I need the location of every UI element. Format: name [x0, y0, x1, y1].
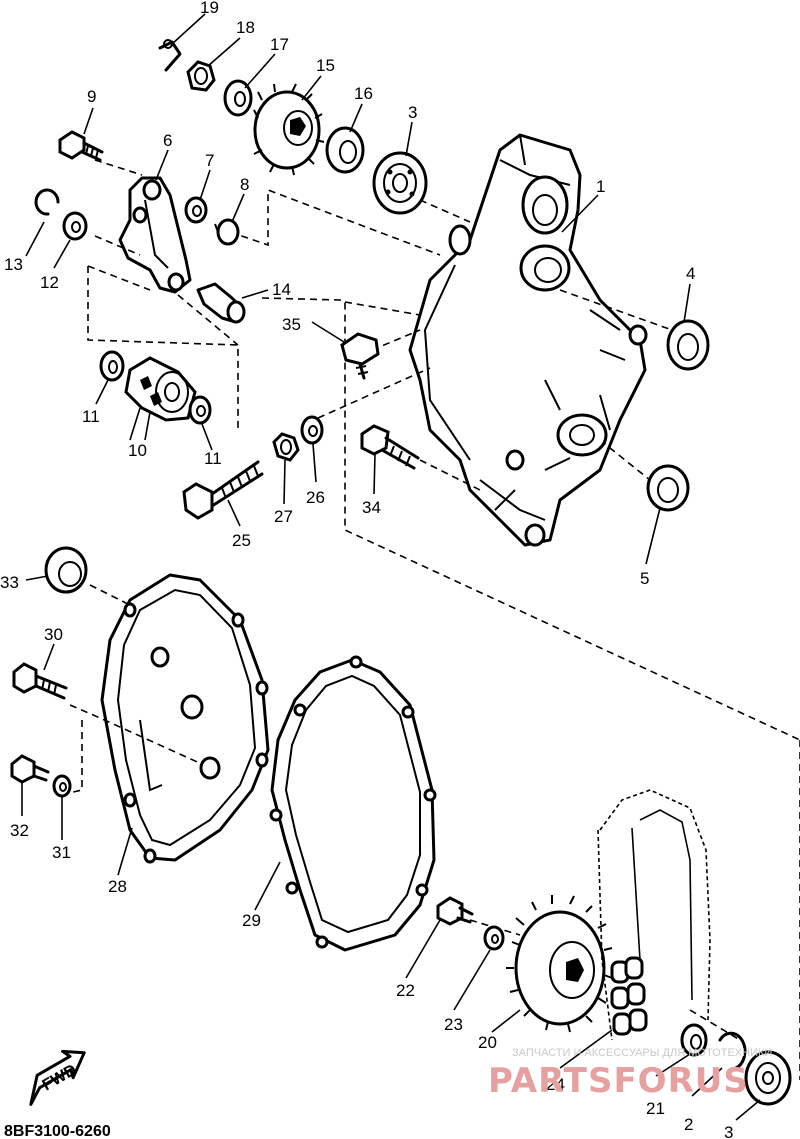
callout-9: 9 [87, 87, 96, 106]
callout-31: 31 [52, 843, 71, 862]
chain-part-24 [597, 789, 711, 1041]
bearing-part-10 [124, 356, 197, 422]
callout-15: 15 [316, 56, 335, 75]
washer-part-26 [300, 415, 324, 445]
pin-part-14 [196, 282, 246, 324]
callout-11-right: 11 [204, 449, 222, 468]
washer-part-31 [52, 774, 72, 798]
callout-13: 13 [4, 255, 23, 274]
callout-7: 7 [205, 151, 214, 170]
fwd-arrow: FWD [29, 1049, 86, 1106]
callout-30: 30 [44, 625, 63, 644]
bearing-part-3-top [372, 151, 428, 215]
callout-34: 34 [362, 498, 381, 517]
washer-part-23 [483, 925, 505, 951]
callout-3-bottom: 3 [724, 1123, 733, 1139]
bolt-part-25 [182, 460, 264, 520]
circlip-part-13 [34, 188, 60, 216]
callout-20: 20 [478, 1033, 497, 1052]
callout-28: 28 [108, 877, 127, 896]
crankcase-cover-part-1 [408, 133, 648, 547]
sprocket-part-15 [253, 83, 325, 176]
callout-17: 17 [270, 35, 289, 54]
bolt-part-30 [12, 662, 68, 700]
chain-case-cover-part-28 [100, 573, 270, 864]
callout-22: 22 [396, 981, 415, 1000]
diagram-code: 8BF3100-6260 [4, 1123, 111, 1139]
callout-27: 27 [274, 507, 293, 526]
nut-part-27 [272, 432, 300, 462]
bearing-part-3-bottom [744, 1050, 792, 1106]
collar-part-8 [214, 218, 240, 246]
oil-seal-part-4 [666, 319, 710, 371]
guide-lines [59, 159, 800, 1080]
callout-35: 35 [282, 315, 301, 334]
oil-seal-part-5 [646, 464, 690, 512]
callout-3-top: 3 [408, 103, 417, 122]
callout-11-left: 11 [82, 407, 100, 426]
fwd-label: FWD [40, 1061, 80, 1094]
callout-5: 5 [640, 569, 649, 588]
callout-1: 1 [596, 177, 605, 196]
cotter-pin-part-19 [158, 39, 182, 72]
callout-12: 12 [40, 273, 59, 292]
callout-14: 14 [272, 280, 291, 299]
callout-19: 19 [200, 0, 219, 17]
bolt-part-9 [58, 130, 104, 162]
nut-part-18 [186, 60, 216, 92]
callout-29: 29 [242, 911, 261, 930]
bolt-part-34 [360, 424, 420, 470]
callout-24: 24 [546, 1075, 565, 1094]
sprocket-part-20 [506, 895, 613, 1033]
washer-part-11-right [188, 395, 212, 425]
callout-16: 16 [354, 84, 373, 103]
callout-4: 4 [686, 264, 695, 283]
watermark-tagline: ЗАПЧАСТИ И АКСЕССУАРЫ ДЛЯ МОТОТЕХНИКИ [512, 1047, 772, 1059]
washer-part-7 [184, 196, 208, 224]
washer-part-11-left [99, 350, 125, 382]
callout-26: 26 [306, 488, 325, 507]
callout-32: 32 [10, 821, 29, 840]
callout-33: 33 [0, 573, 19, 592]
oil-seal-part-33 [44, 546, 88, 594]
callout-23: 23 [444, 1015, 463, 1034]
callout-labels: 19 18 17 15 16 3 9 6 7 8 1 13 12 14 4 35… [0, 0, 733, 1139]
washer-part-17 [223, 79, 253, 117]
callout-10: 10 [128, 441, 147, 460]
fitting-part-35 [340, 332, 380, 380]
leader-lines [21, 13, 761, 1121]
callout-8: 8 [240, 175, 249, 194]
callout-18: 18 [236, 18, 255, 37]
bolt-part-22 [436, 896, 474, 926]
collar-part-16 [325, 126, 365, 174]
callout-25: 25 [232, 531, 251, 550]
circlip-part-2 [718, 1031, 747, 1070]
watermark-brand: PARTSFORUS [488, 1061, 749, 1101]
callout-6: 6 [163, 131, 172, 150]
gasket-part-29 [269, 655, 437, 952]
bracket-part-6 [118, 176, 192, 294]
washer-part-12 [62, 211, 88, 241]
bolt-part-32 [10, 754, 50, 784]
collar-part-21 [680, 1023, 708, 1057]
chain-links [610, 956, 648, 1036]
callout-21: 21 [646, 1099, 665, 1118]
callout-2: 2 [684, 1115, 693, 1134]
